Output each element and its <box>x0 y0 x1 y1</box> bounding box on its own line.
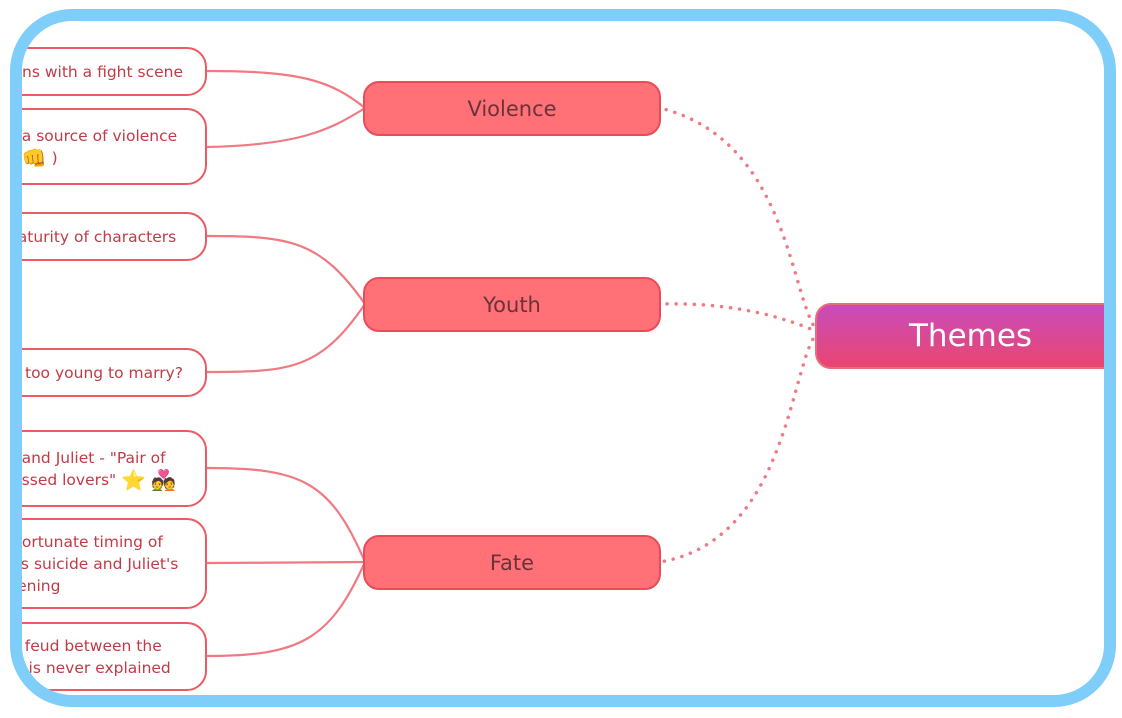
leaf-feud[interactable]: The feud between the families is never e… <box>10 622 207 691</box>
leaf-label: Play begins with a fight scene <box>17 62 183 81</box>
leaf-love-violence[interactable]: Love is a source of violence ( ❤️ = 👊 ) <box>21 108 207 185</box>
connector-youth-leaf-1 <box>206 234 366 305</box>
root-label: Themes <box>909 318 1033 354</box>
fist-icon: 👊 <box>21 146 47 169</box>
branch-fate[interactable]: Fate <box>363 535 661 590</box>
branch-label: Violence <box>467 96 557 121</box>
connector-fate-leaf-3 <box>206 561 367 658</box>
connector-violence-leaf-2 <box>206 107 366 149</box>
branch-label: Fate <box>489 550 535 575</box>
connector-root-violence <box>658 106 820 334</box>
couple-icon: 💑 <box>150 468 176 491</box>
connector-lines <box>206 69 820 658</box>
leaf-label: Is Juliet too young to marry? <box>13 363 183 382</box>
leaf-formula: ( ❤️ = 👊 ) <box>21 146 58 169</box>
mind-map-canvas: Play begins with a fight scene Love is a… <box>10 21 1104 695</box>
leaf-label-3: awakening <box>17 576 61 595</box>
mind-map-frame: Play begins with a fight scene Love is a… <box>10 9 1116 707</box>
leaf-star-crossed[interactable]: Romeo and Juliet - "Pair of star-crossed… <box>10 430 207 507</box>
branch-youth[interactable]: Youth <box>363 277 661 332</box>
leaf-label-2: star-crossed lovers" <box>10 470 117 489</box>
leaf-fight-scene[interactable]: Play begins with a fight scene <box>17 47 207 96</box>
leaf-label: Immaturity of characters <box>17 227 177 246</box>
connector-root-fate <box>658 330 820 564</box>
branch-label: Youth <box>483 292 541 317</box>
connector-root-youth <box>658 302 820 334</box>
root-node-themes[interactable]: Themes <box>815 303 1104 369</box>
leaf-label: Romeo and Juliet - "Pair of <box>21 448 166 467</box>
leaf-label: The unfortunate timing of <box>16 532 163 551</box>
connector-youth-leaf-2 <box>206 303 366 374</box>
leaf-label: The feud between the <box>10 636 162 655</box>
connector-fate-leaf-1 <box>206 466 367 563</box>
leaf-unfortunate-timing[interactable]: The unfortunate timing of Romeo's suicid… <box>16 518 207 609</box>
leaf-juliet-young[interactable]: Is Juliet too young to marry? <box>13 348 207 397</box>
connector-violence-leaf-1 <box>206 69 366 109</box>
leaf-immaturity[interactable]: Immaturity of characters <box>17 212 207 261</box>
star-icon: ⭐ <box>121 468 147 491</box>
leaf-label: Love is a source of violence <box>21 126 178 145</box>
leaf-label-2: Romeo's suicide and Juliet's <box>16 554 179 573</box>
branch-violence[interactable]: Violence <box>363 81 661 136</box>
connector-fate-leaf-2 <box>206 560 366 565</box>
leaf-label-2: families is never explained <box>15 658 171 677</box>
